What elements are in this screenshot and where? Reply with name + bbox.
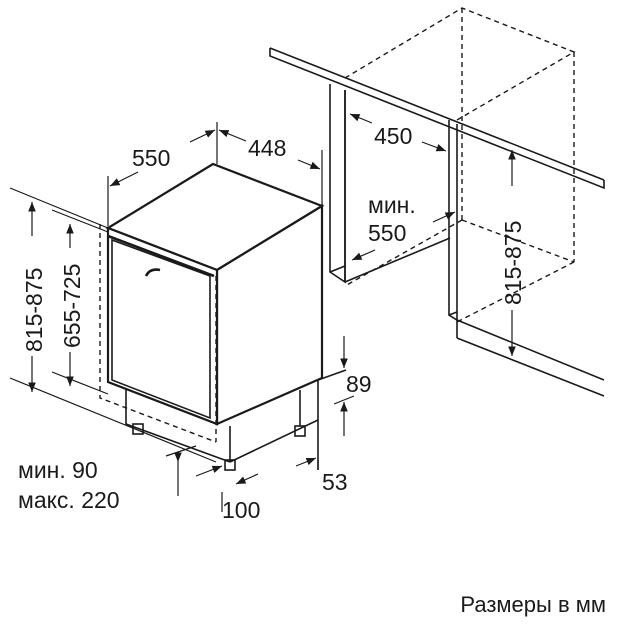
plinth-height-label: 89 [346, 371, 372, 397]
appliance-dimension-lines [9, 122, 355, 512]
door-overhang-min-label: мин. 90 [18, 457, 98, 483]
niche-height-label: 815-875 [500, 221, 526, 305]
plinth-gap-label: 53 [322, 469, 348, 495]
dishwasher-appliance [99, 162, 347, 471]
door-height-label: 655-725 [59, 264, 85, 348]
units-caption: Размеры в мм [460, 592, 606, 617]
appliance-depth-label: 550 [132, 145, 170, 171]
appliance-width-label: 448 [248, 135, 286, 161]
door-overhang-max-label: макс. 220 [18, 487, 120, 513]
door-offset-label: 100 [222, 497, 260, 523]
installation-niche [269, 7, 605, 397]
appliance-height-label: 815-875 [21, 268, 47, 352]
niche-width-label: 450 [374, 123, 412, 149]
niche-depth-min-prefix: мин. [368, 192, 416, 218]
niche-depth-min-value: 550 [368, 220, 406, 246]
